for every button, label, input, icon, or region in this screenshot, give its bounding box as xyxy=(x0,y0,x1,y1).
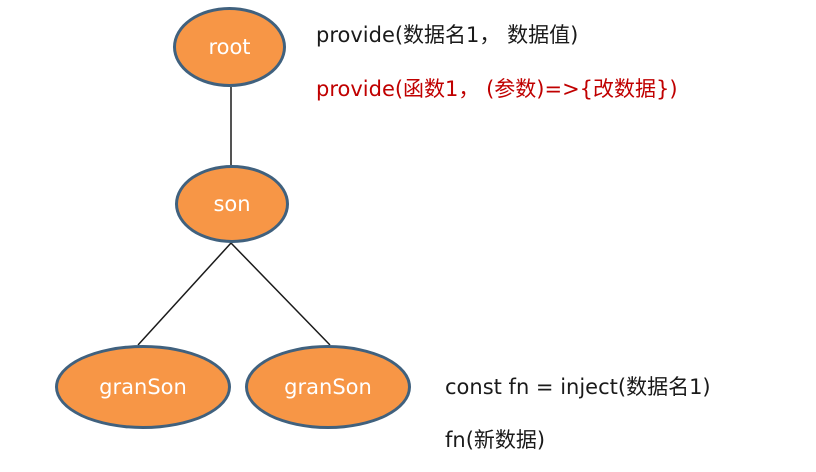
node-son: son xyxy=(175,165,289,243)
node-grandson-1: granSon xyxy=(55,345,231,429)
provide-data-note: provide(数据名1， 数据值) xyxy=(316,23,579,47)
edge-son-grandson-1 xyxy=(137,242,232,346)
call-function-note: fn(新数据) xyxy=(445,428,546,452)
provide-function-note: provide(函数1， (参数)=>{改数据}) xyxy=(316,77,678,101)
node-grandson-2: granSon xyxy=(245,345,411,429)
node-root-label: root xyxy=(208,35,251,59)
node-grandson-1-label: granSon xyxy=(99,375,187,399)
inject-note: const fn = inject(数据名1) xyxy=(445,375,711,399)
node-son-label: son xyxy=(213,192,251,216)
node-root: root xyxy=(173,7,286,87)
edge-son-grandson-2 xyxy=(230,242,331,346)
node-grandson-2-label: granSon xyxy=(284,375,372,399)
